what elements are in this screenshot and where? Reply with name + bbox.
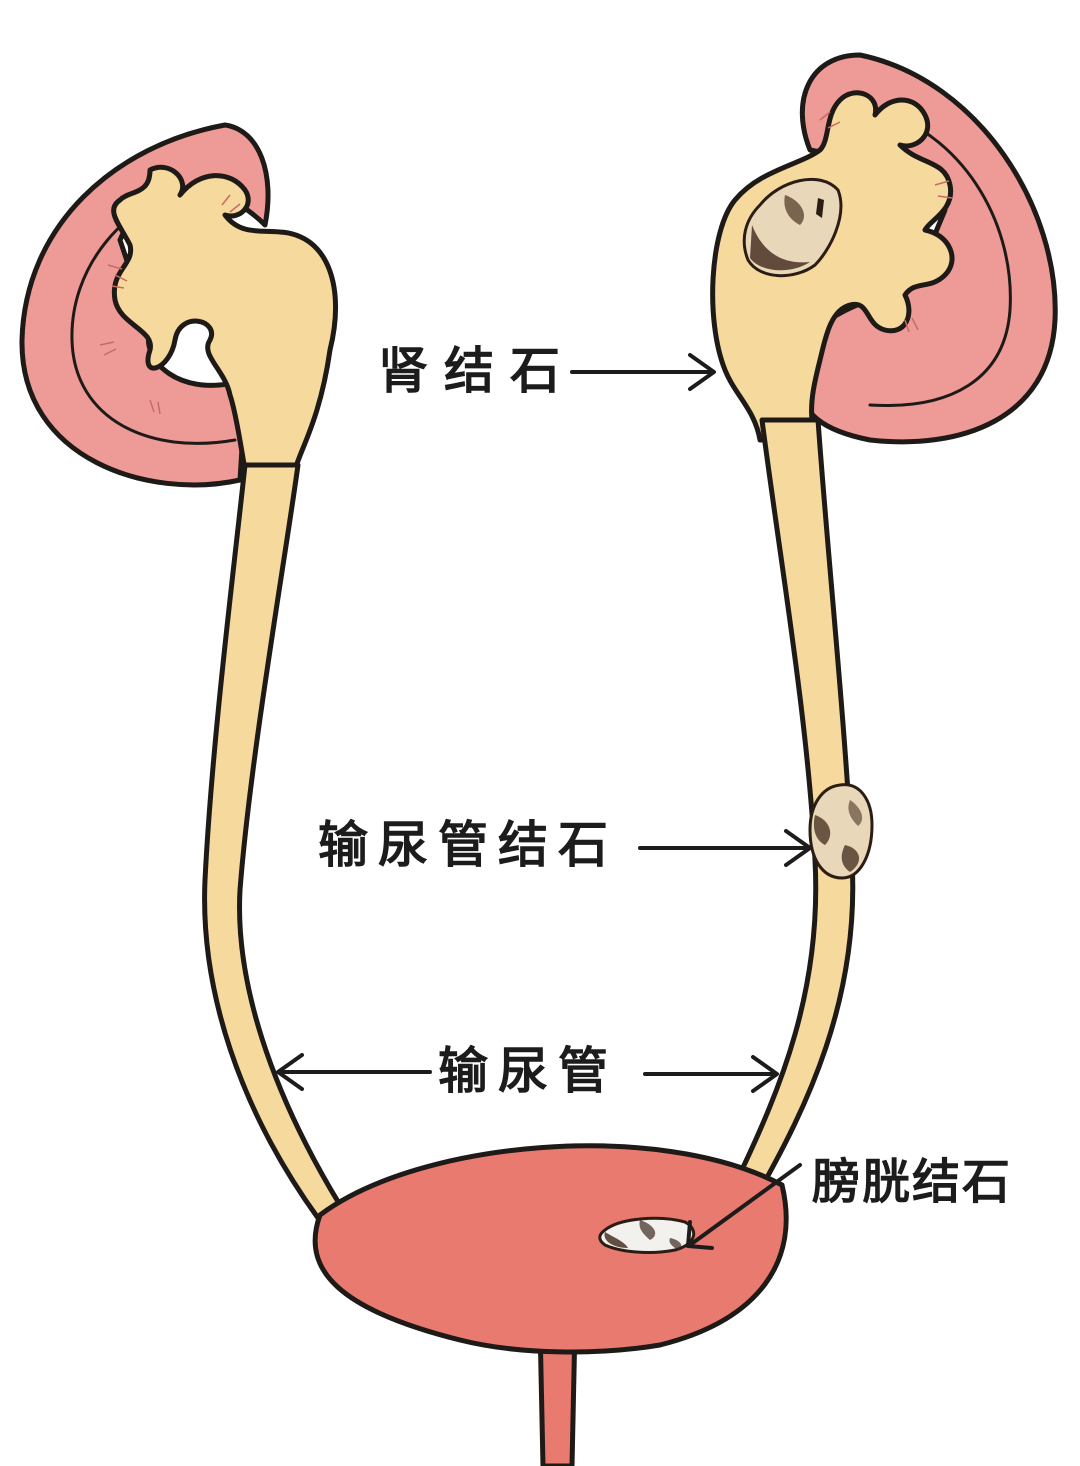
left-kidney <box>19 122 339 488</box>
ureter-stone-label: 输尿管结石 <box>318 816 618 874</box>
ureter-stone-arrow <box>638 829 812 867</box>
bladder-stone-arrow <box>686 1163 802 1250</box>
bladder-body <box>312 1143 789 1355</box>
kidney-stone-arrow <box>570 353 716 391</box>
ureter-stone-shape <box>808 783 874 880</box>
ureter-arrow-left <box>276 1053 432 1091</box>
right-kidney-cracks <box>819 111 953 333</box>
bladder-stone-label: 膀胱结石 <box>812 1154 1012 1210</box>
right-renal-pelvis <box>710 90 955 443</box>
bladder-stone-shape <box>598 1216 696 1254</box>
bladder <box>312 1143 789 1466</box>
left-kidney-cracks <box>99 194 241 415</box>
kidney-stone-label: 肾结石 <box>378 342 576 400</box>
ureter-label: 输尿管 <box>438 1042 618 1100</box>
kidney-stone-shape <box>742 177 843 278</box>
ureter-arrow-right <box>643 1055 779 1093</box>
right-kidney <box>710 52 1058 445</box>
left-renal-pelvis <box>111 164 339 473</box>
